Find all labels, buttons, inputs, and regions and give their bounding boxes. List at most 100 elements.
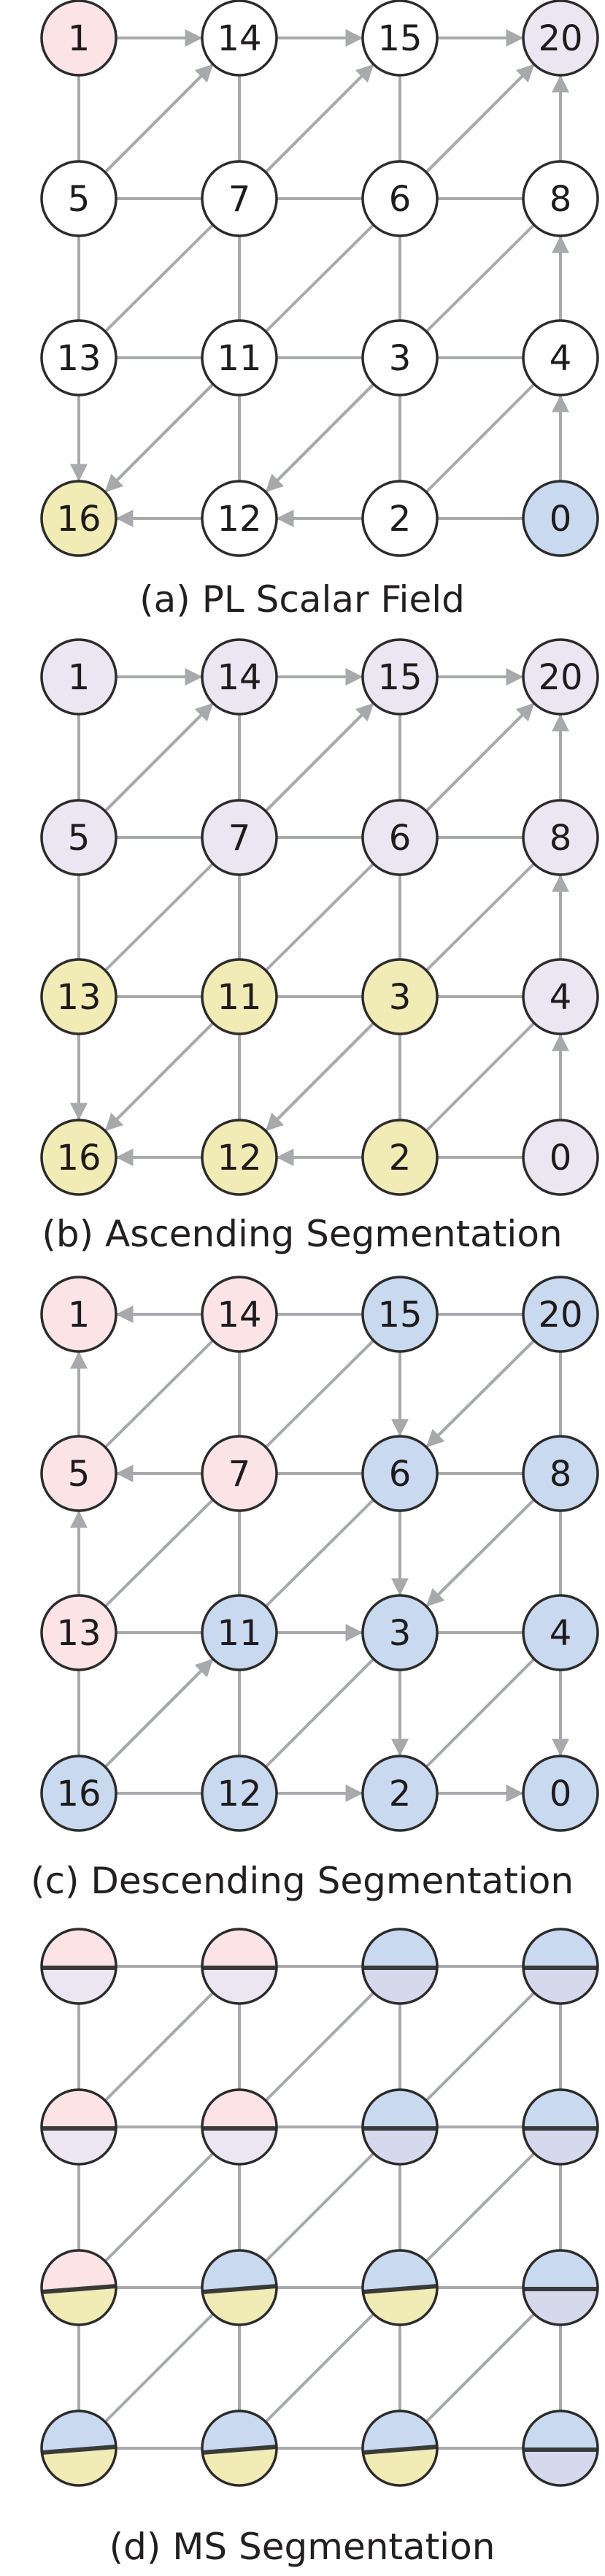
caption-pl-scalar-field: (a) PL Scalar Field [139, 578, 465, 621]
node-circle [40, 0, 117, 77]
node-value-label: 14 [217, 1295, 261, 1335]
node-value-label: 6 [389, 179, 412, 220]
gradient-arrow [264, 64, 374, 174]
node-value-label: 2 [389, 1774, 412, 1814]
grid-node: 20 [522, 0, 599, 77]
node-circle [201, 160, 278, 237]
grid-node: 13 [40, 958, 117, 1035]
grid-node: 16 [40, 1755, 117, 1832]
grid-node: 2 [361, 1755, 439, 1832]
grid-node [40, 2249, 117, 2326]
grid-node [201, 2249, 278, 2326]
node-lower-half [202, 2128, 277, 2164]
grid-node: 14 [201, 1276, 278, 1353]
node-value-label: 6 [389, 818, 412, 859]
node-value-label: 16 [56, 499, 101, 540]
node-circle [201, 1276, 278, 1353]
grid-node [201, 2410, 278, 2487]
node-value-label: 13 [56, 977, 101, 1018]
grid-node: 15 [361, 1276, 439, 1353]
node-circle [201, 638, 278, 716]
gradient-arrow [425, 702, 535, 813]
node-value-label: 1 [68, 18, 90, 59]
gradient-arrow [104, 383, 215, 493]
node-value-label: 6 [389, 1454, 412, 1495]
grid-node [40, 1928, 117, 2005]
node-upper-half [42, 2411, 116, 2453]
node-circle [361, 160, 439, 237]
node-circle [201, 480, 278, 557]
grid-node: 14 [201, 638, 278, 716]
grid-node: 2 [361, 480, 439, 557]
node-circle [40, 638, 117, 716]
grid-node: 11 [201, 319, 278, 396]
node-upper-half [363, 2090, 437, 2128]
node-value-label: 7 [228, 179, 251, 220]
node-circle [522, 0, 599, 77]
node-upper-half [202, 1929, 277, 1968]
node-upper-half [202, 2411, 277, 2453]
grid-node: 6 [361, 1435, 439, 1512]
gradient-arrow [425, 1339, 536, 1448]
node-circle [522, 480, 599, 557]
node-value-label: 3 [389, 1613, 412, 1654]
grid-node: 7 [201, 799, 278, 876]
node-circle [522, 1928, 599, 2005]
grid-node: 11 [201, 958, 278, 1035]
grid-node: 20 [522, 638, 599, 716]
node-circle [40, 1435, 117, 1512]
grid-node: 11 [201, 1594, 278, 1671]
node-circle [201, 0, 278, 77]
node-circle [361, 1276, 439, 1353]
node-upper-half [523, 1929, 598, 1968]
grid-node: 0 [522, 1119, 599, 1196]
node-circle [40, 958, 117, 1035]
node-value-label: 5 [68, 1454, 90, 1495]
segment-divider [41, 2445, 117, 2455]
node-circle [361, 1755, 439, 1832]
node-upper-half [363, 1929, 437, 1968]
node-circle [40, 2088, 117, 2166]
node-circle [361, 1119, 439, 1196]
node-value-label: 2 [389, 1138, 412, 1178]
node-value-label: 3 [389, 977, 412, 1018]
node-value-label: 20 [538, 657, 582, 698]
gradient-arrow [104, 64, 214, 174]
grid-node: 20 [522, 1276, 599, 1353]
node-circle [201, 1119, 278, 1196]
node-lower-half [363, 2128, 437, 2164]
node-value-label: 12 [217, 1138, 261, 1178]
grid-node: 2 [361, 1119, 439, 1196]
grid-node: 13 [40, 1594, 117, 1671]
node-circle [40, 1276, 117, 1353]
node-value-label: 8 [550, 1454, 572, 1495]
node-circle [40, 480, 117, 557]
node-circle [361, 2088, 439, 2166]
node-lower-half [42, 2286, 116, 2325]
node-circle [201, 319, 278, 396]
node-circle [522, 2249, 599, 2326]
node-circle [522, 1755, 599, 1832]
grid-node: 4 [522, 958, 599, 1035]
grid-node: 12 [201, 480, 278, 557]
node-circle [201, 2088, 278, 2166]
node-circle [522, 799, 599, 876]
node-value-label: 0 [550, 1774, 572, 1814]
node-lower-half [202, 1968, 277, 2004]
grid-node [522, 1928, 599, 2005]
grid-node [361, 2249, 439, 2326]
caption-ascending-segmentation: (b) Ascending Segmentation [42, 1213, 562, 1255]
node-value-label: 13 [56, 1613, 101, 1654]
grid-node [522, 2410, 599, 2487]
node-circle [361, 2249, 439, 2326]
grid-node: 0 [522, 480, 599, 557]
gradient-arrow [264, 702, 374, 813]
caption-descending-segmentation: (c) Descending Segmentation [31, 1860, 574, 1902]
node-circle [361, 480, 439, 557]
node-circle [40, 2410, 117, 2487]
gradient-arrow [425, 64, 535, 174]
node-value-label: 5 [68, 818, 90, 859]
node-circle [201, 1594, 278, 1671]
node-lower-half [202, 2286, 277, 2325]
